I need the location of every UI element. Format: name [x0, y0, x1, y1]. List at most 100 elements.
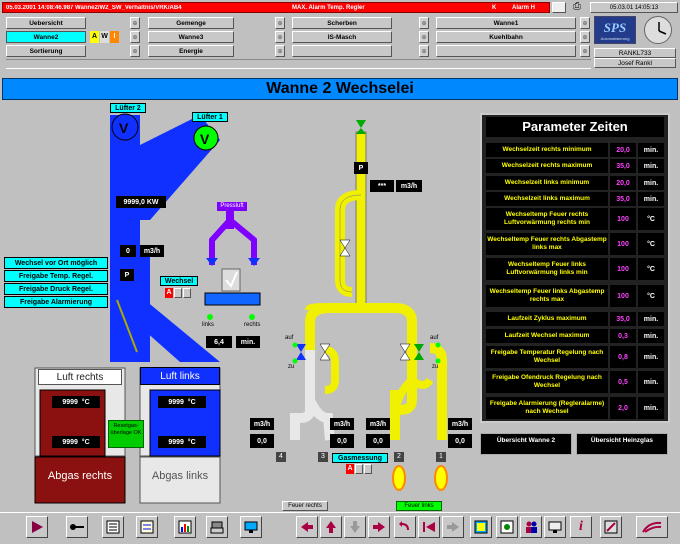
auf-indicator-right: [435, 342, 441, 348]
arrow-down-icon[interactable]: [344, 516, 366, 538]
nav-button-uebersicht[interactable]: Uebersicht: [6, 17, 86, 29]
reset-gas-status: Resetgas-überlage OK: [108, 420, 144, 448]
nav-button-gemenge[interactable]: Gemenge: [148, 17, 234, 29]
nav-pin-3[interactable]: ⊕: [419, 17, 429, 29]
arrow-first-icon[interactable]: [418, 516, 440, 538]
nav-button-scherben[interactable]: Scherben: [292, 17, 392, 29]
nav-button-sortierung[interactable]: Sortierung: [6, 45, 86, 57]
abgas-links-box: [139, 456, 221, 504]
parameter-label: Freigabe Temperatur Regelung nach Wechse…: [486, 346, 608, 368]
nav-pin-11[interactable]: ⊕: [580, 31, 590, 43]
abgas-links-label: Abgas links: [151, 470, 209, 482]
nav-pin-8[interactable]: ⊕: [275, 45, 285, 57]
gasmessung-label: Gasmessung: [332, 453, 388, 463]
nav-button-empty-1[interactable]: [292, 45, 392, 57]
feuer-rechts-button[interactable]: Feuer rechts: [282, 501, 328, 511]
wechsel-alarm[interactable]: A: [165, 288, 173, 298]
parameter-value[interactable]: 100: [610, 233, 636, 255]
nav-pin-7[interactable]: ⊕: [130, 45, 140, 57]
gasmessung-btn-2[interactable]: [355, 464, 363, 474]
arrow-right-icon[interactable]: [368, 516, 390, 538]
parameter-label: Wechselzeit rechts minimum: [486, 143, 608, 157]
luefter-2-label: Lüfter 2: [110, 103, 146, 113]
parameter-value[interactable]: 0,3: [610, 329, 636, 343]
arrow-up-icon[interactable]: [320, 516, 342, 538]
temp-unit-3: °C: [187, 398, 196, 406]
alarm-bar[interactable]: 05.03.2001 14:08:46.987 Wanne2/W2_SW_Ver…: [2, 2, 550, 13]
plant-icon[interactable]: [496, 516, 518, 538]
parameter-value[interactable]: 20,0: [610, 143, 636, 157]
alarm-text: 05.03.2001 14:08:46.987 Wanne2/W2_SW_Ver…: [6, 4, 182, 11]
overview-heinzglas-button[interactable]: Übersicht Heinzglas: [576, 433, 668, 455]
gasmessung-btn-3[interactable]: [364, 464, 372, 474]
wechsel-btn-3[interactable]: [183, 288, 191, 298]
parameter-row: Wechseltemp Feuer links Abgastemp rechts…: [486, 285, 664, 307]
nav-pin-6[interactable]: ⊕: [419, 31, 429, 43]
parameter-row: Wechseltemp Feuer rechts Abgastemp links…: [486, 233, 664, 255]
parameter-label: Wechseltemp Feuer rechts Luftvorwärmung …: [486, 208, 608, 230]
svg-text:V: V: [119, 120, 129, 136]
logout-icon[interactable]: [636, 516, 668, 538]
parameter-value[interactable]: 0,5: [610, 371, 636, 393]
parameter-row: Freigabe Ofendruck Regelung nach Wechsel…: [486, 371, 664, 393]
gasmessung-alarm[interactable]: A: [346, 464, 354, 474]
parameter-value[interactable]: 100: [610, 285, 636, 307]
feuer-links-button[interactable]: Feuer links: [396, 501, 442, 511]
luft-links-label: Luft links: [140, 367, 220, 385]
nav-pin-10[interactable]: ⊕: [580, 17, 590, 29]
station-label: RANKL733: [594, 48, 676, 58]
air-duct-junction: [110, 250, 150, 362]
info-icon[interactable]: i: [570, 516, 592, 538]
monitor-icon[interactable]: [240, 516, 262, 538]
arrow-back-icon[interactable]: [394, 516, 416, 538]
users-icon[interactable]: [520, 516, 542, 538]
nav-button-kuehlbahn[interactable]: Kuehlbahn: [436, 31, 576, 43]
alarm-ack-button[interactable]: [552, 2, 566, 13]
print-screen-icon[interactable]: [206, 516, 228, 538]
nav-pin-9[interactable]: ⊕: [419, 45, 429, 57]
run-icon[interactable]: [26, 516, 48, 538]
monitor-2-icon[interactable]: [544, 516, 566, 538]
nav-pin-5[interactable]: ⊕: [275, 31, 285, 43]
printer-icon[interactable]: ⎙: [573, 1, 581, 12]
parameter-row: Freigabe Alarmierung (Regleralarme) nach…: [486, 397, 664, 419]
links-indicator: [207, 314, 213, 320]
parameter-value[interactable]: 100: [610, 208, 636, 230]
parameter-value[interactable]: 35,0: [610, 192, 636, 206]
arrow-last-icon[interactable]: [442, 516, 464, 538]
nav-button-empty-2[interactable]: [436, 45, 576, 57]
temp-rechts-upper: 9999 °C: [52, 396, 100, 408]
parameter-label: Wechselzeit rechts maximum: [486, 159, 608, 173]
nav-button-is-masch[interactable]: IS-Masch: [292, 31, 392, 43]
nav-pin-4[interactable]: ⊕: [130, 31, 140, 43]
list-icon[interactable]: [102, 516, 124, 538]
wechsel-btn-2[interactable]: [174, 288, 182, 298]
nav-button-energie[interactable]: Energie: [148, 45, 234, 57]
sps-logo: SPS Automatisierung: [594, 16, 636, 44]
overview-wanne2-button[interactable]: Übersicht Wanne 2: [480, 433, 572, 455]
page-title-text: Wanne 2 Wechselei: [266, 80, 414, 97]
nav-button-wanne3[interactable]: Wanne3: [148, 31, 234, 43]
arrow-left-icon[interactable]: [296, 516, 318, 538]
edit-icon[interactable]: [600, 516, 622, 538]
nav-pin-2[interactable]: ⊕: [275, 17, 285, 29]
parameter-value[interactable]: 35,0: [610, 312, 636, 326]
abgas-rechts-label: Abgas rechts: [47, 470, 113, 482]
key-icon[interactable]: [66, 516, 88, 538]
notes-icon[interactable]: [136, 516, 158, 538]
power-display: 9999,0 KW: [116, 196, 166, 208]
parameter-value[interactable]: 20,0: [610, 176, 636, 190]
trend-icon[interactable]: [174, 516, 196, 538]
parameter-value[interactable]: 2,0: [610, 397, 636, 419]
config-icon[interactable]: [470, 516, 492, 538]
parameter-value[interactable]: 100: [610, 258, 636, 280]
parameter-value[interactable]: 0,8: [610, 346, 636, 368]
parameter-value[interactable]: 35,0: [610, 159, 636, 173]
nav-button-wanne1[interactable]: Wanne1: [436, 17, 576, 29]
nav-pin-12[interactable]: ⊕: [580, 45, 590, 57]
nav-pin-1[interactable]: ⊕: [130, 17, 140, 29]
status-w: W: [100, 31, 109, 43]
nav-button-wanne2[interactable]: Wanne2: [6, 31, 86, 43]
